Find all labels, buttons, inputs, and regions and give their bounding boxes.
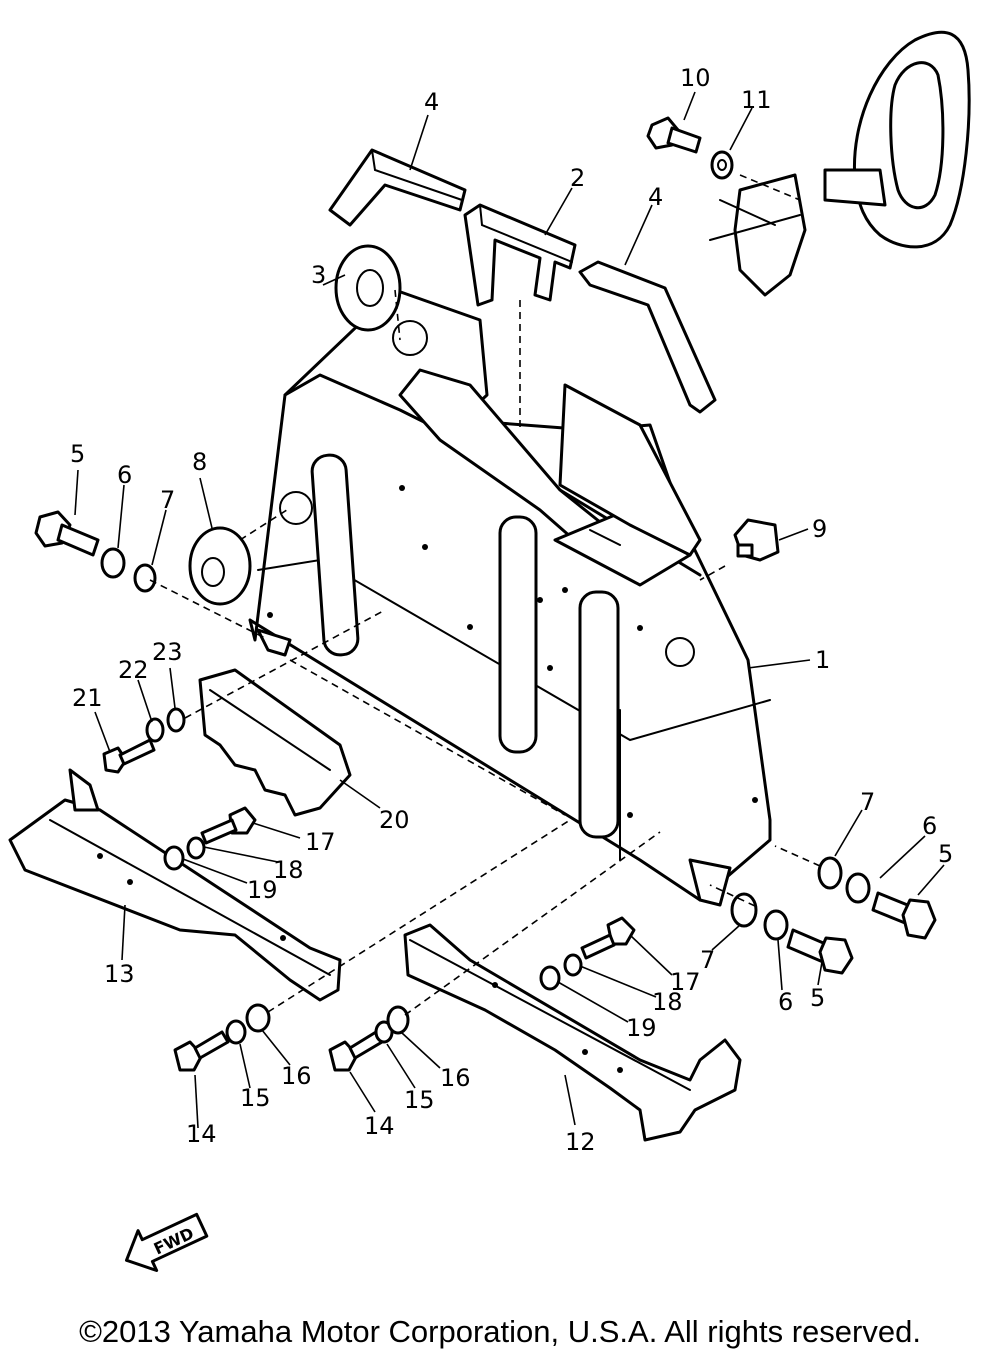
callout-17-right: 17	[670, 968, 701, 996]
callout-16-right: 16	[440, 1064, 471, 1092]
washer-16-left	[245, 1003, 271, 1033]
callout-6-right-upper: 6	[922, 812, 937, 840]
callout-13: 13	[104, 960, 135, 988]
callout-15-left: 15	[240, 1084, 271, 1112]
bolt-17-left	[200, 806, 257, 845]
callout-11: 11	[741, 86, 772, 114]
callout-21: 21	[72, 684, 103, 712]
bolt-5-right-lower	[786, 928, 854, 975]
washer-22	[145, 717, 165, 743]
assembly-lines	[149, 174, 821, 1016]
bushing-9	[733, 518, 780, 562]
callout-20: 20	[379, 806, 410, 834]
callout-8: 8	[192, 448, 207, 476]
washer-19-left	[163, 845, 185, 871]
washer-18-right	[563, 953, 583, 977]
callout-9: 9	[812, 515, 827, 543]
washer-19-right	[539, 965, 561, 991]
washer-16-right	[386, 1005, 410, 1035]
exploded-parts-diagram: 1 2 3 4 4 5 5 5 6 6 6 7 7 7 8 9 10 11 12…	[8, 30, 971, 1273]
forward-arrow-icon: FWD	[124, 1212, 209, 1273]
callout-23: 23	[152, 638, 183, 666]
callout-4-left: 4	[424, 88, 439, 116]
washer-18-left	[186, 836, 206, 860]
callout-7-right-upper: 7	[860, 788, 875, 816]
callout-5-right-upper: 5	[938, 840, 953, 868]
callout-4-right: 4	[648, 183, 663, 211]
washer-7-right-lower	[730, 892, 758, 928]
grommet-3	[334, 244, 402, 332]
washer-11	[710, 150, 734, 180]
bolt-14-left	[173, 1030, 230, 1072]
bolt-14-right	[328, 1030, 384, 1072]
callout-5-right-lower: 5	[810, 984, 825, 1012]
callout-labels: 1 2 3 4 4 5 5 5 6 6 6 7 7 7 8 9 10 11 12…	[70, 64, 953, 1156]
bolt-10	[646, 116, 702, 154]
callout-17-left: 17	[305, 828, 336, 856]
callout-2: 2	[570, 164, 585, 192]
copyright-notice: ©2013 Yamaha Motor Corporation, U.S.A. A…	[79, 1314, 921, 1349]
bolt-5-left	[34, 510, 100, 557]
bolt-17-right	[580, 916, 636, 960]
bracket-4-left	[328, 148, 467, 227]
washer-6-left	[100, 547, 126, 579]
grommet-8	[188, 526, 252, 606]
callout-6-left: 6	[117, 461, 132, 489]
frame-2	[463, 203, 577, 307]
callout-14-right: 14	[364, 1112, 395, 1140]
callout-16-left: 16	[281, 1062, 312, 1090]
bracket-4-right	[578, 260, 717, 414]
callout-19-left: 19	[247, 876, 278, 904]
callout-7-left: 7	[160, 486, 175, 514]
washer-6-right-lower	[763, 909, 789, 941]
callout-12: 12	[565, 1128, 596, 1156]
callout-18-right: 18	[652, 988, 683, 1016]
callout-1: 1	[815, 646, 830, 674]
callout-18-left: 18	[273, 856, 304, 884]
callout-19-right: 19	[626, 1014, 657, 1042]
callout-10: 10	[680, 64, 711, 92]
rail-13	[8, 768, 342, 1002]
callout-14-left: 14	[186, 1120, 217, 1148]
steering-handle	[709, 30, 971, 297]
callout-7-right-lower: 7	[700, 946, 715, 974]
rail-12	[403, 923, 742, 1142]
callout-22: 22	[118, 656, 149, 684]
main-bracket-1	[248, 288, 772, 907]
callout-5-left: 5	[70, 440, 85, 468]
washer-7-left	[133, 563, 157, 593]
screw-21	[102, 738, 156, 774]
washer-7-right-upper	[817, 856, 843, 890]
washer-23	[166, 707, 186, 733]
washer-15-left	[225, 1019, 247, 1045]
plate-20	[198, 668, 352, 817]
callout-3: 3	[311, 261, 326, 289]
washer-6-right-upper	[845, 872, 871, 904]
callout-6-right-lower: 6	[778, 988, 793, 1016]
leader-lines	[74, 91, 945, 1129]
bolt-5-right-upper	[871, 891, 937, 940]
callout-15-right: 15	[404, 1086, 435, 1114]
